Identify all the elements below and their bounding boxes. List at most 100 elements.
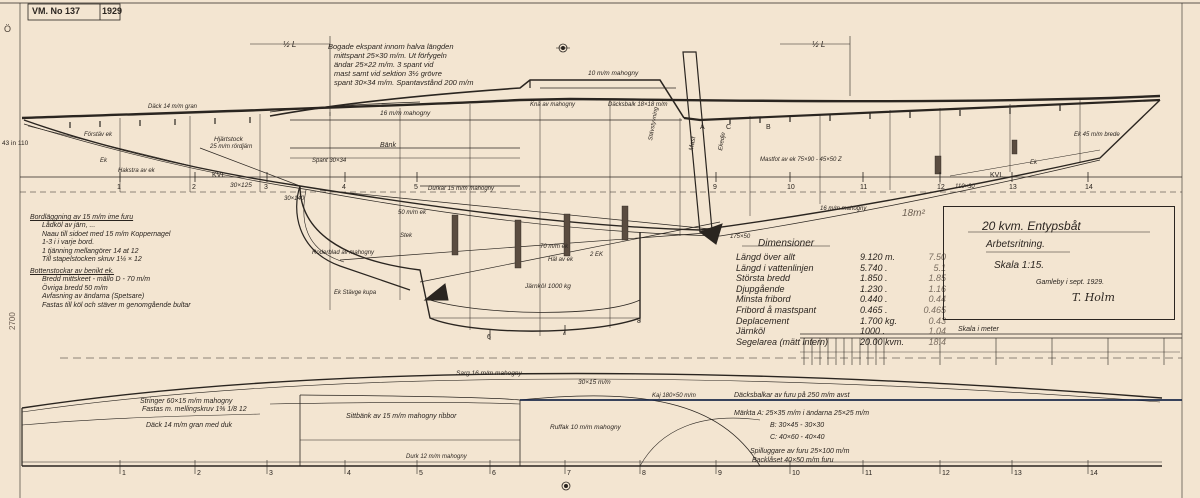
label-section-a: A bbox=[700, 124, 705, 131]
dimension-label: Längd över allt bbox=[736, 252, 796, 262]
dimension-label: Fribord å mastspant bbox=[736, 304, 817, 315]
dimension-label: Längd i vattenlinjen bbox=[736, 262, 814, 273]
scale-bar-label: Skala i meter bbox=[958, 326, 999, 333]
dimension-note: 7.50 bbox=[928, 252, 946, 262]
bottenstockar-note-line: Övriga bredd 50 m/m bbox=[42, 284, 108, 292]
deck-note-line: mittspant 25×30 m/m. Ut förfygeln bbox=[334, 51, 447, 60]
label-oak-right: Ek 45 m/m brede bbox=[1074, 132, 1120, 138]
dimension-note: 18.4 bbox=[928, 336, 946, 347]
drawing-title: 20 kvm. Entypsbåt bbox=[982, 219, 1081, 233]
label-stek: Stek bbox=[400, 233, 413, 239]
dimension-note: 0.44 bbox=[928, 294, 946, 305]
label-coaming: Kaj 180×50 m/m bbox=[652, 393, 696, 399]
label-stem-ek: Ek bbox=[100, 158, 108, 164]
station-number: 7 bbox=[567, 470, 571, 477]
station-number: 12 bbox=[942, 470, 950, 477]
station-number: 5 bbox=[419, 470, 423, 477]
label-section-mid: 175×50 bbox=[730, 234, 751, 240]
label-bolt-2: 30×140 bbox=[284, 196, 305, 202]
dimension-row: Segelarea (mätt intern)20.00 kvm.18.4 bbox=[736, 337, 946, 348]
dimension-note: 0.43 bbox=[928, 315, 946, 326]
station-number: 4 bbox=[347, 470, 351, 477]
label-mahogany-top: 10 m/m mahogny bbox=[588, 70, 639, 77]
drawing-scale: Skala 1:15. bbox=[994, 260, 1045, 271]
label-section-c: C bbox=[726, 124, 732, 131]
station-number: 9 bbox=[713, 184, 717, 191]
station-number: 8 bbox=[637, 318, 641, 325]
label-stringer: Stringer 60×15 m/m mahogny bbox=[140, 398, 233, 405]
label-carlins: Spilluggare av furu 25×100 m/m bbox=[750, 448, 850, 455]
bordlaggning-note-line: 1-3 i i varje bord. bbox=[42, 239, 95, 247]
station-number: 10 bbox=[787, 184, 795, 191]
dimension-value: 0.440 . bbox=[860, 294, 888, 305]
label-sternpost: Ek Stävge kupa bbox=[334, 290, 377, 296]
label-side-mahogany: 16 m/m mahogny bbox=[820, 206, 867, 212]
label-oak-50: 50 m/m ek bbox=[398, 210, 427, 216]
bottenstockar-note-line: Fastas till köl och stäver m genomgående… bbox=[42, 301, 191, 309]
label-stringer-fix: Fastas m. mellingskruv 1⅜ 1/8 12 bbox=[142, 406, 247, 413]
bordlaggning-note-line: Naau till sidoet med 15 m/m Koppernagel bbox=[42, 230, 171, 238]
station-number: 9 bbox=[718, 470, 722, 477]
dimension-row: Minsta fribord 0.440 . 0.44 bbox=[736, 294, 946, 305]
station-number: 12 bbox=[937, 184, 945, 191]
station-number: 4 bbox=[342, 184, 346, 191]
half-length-left: ½ L bbox=[283, 40, 297, 49]
station-number: 1 bbox=[122, 470, 126, 477]
label-floor-plan: Durk 12 m/m mahogny bbox=[406, 454, 467, 460]
station-number: 8 bbox=[642, 470, 646, 477]
bordlaggning-note-line: Bordläggning av 15 m/m ime furu bbox=[30, 214, 134, 221]
dimension-label: Största bredd bbox=[736, 273, 791, 284]
dimension-row: Deplacement 1.700 kg. 0.43 bbox=[736, 316, 946, 327]
label-deck-canvas: Däck 14 m/m gran med duk bbox=[146, 422, 232, 429]
bordlaggning-note-line: Lådköl av järn, ... bbox=[42, 222, 96, 230]
dimensions-title: Dimensioner bbox=[758, 238, 815, 249]
station-number: 3 bbox=[269, 470, 273, 477]
station-number: 6 bbox=[492, 470, 496, 477]
label-marked-b: B: 30×45 - 30×30 bbox=[770, 422, 825, 429]
signature: T. Holm bbox=[1072, 291, 1115, 304]
station-number: 10 bbox=[792, 470, 800, 477]
dimension-value: 1.700 kg. bbox=[860, 315, 898, 326]
station-number: 14 bbox=[1090, 470, 1098, 477]
deck-note-line: spant 30×34 m/m. Spantavstånd 200 m/m bbox=[334, 78, 474, 87]
bottenstockar-note-line: Avfasning av ändarna (Spetsare) bbox=[42, 293, 145, 301]
label-cabin-roof: Ruffak 10 m/m mahogny bbox=[550, 424, 621, 431]
label-length-left: 43 in 110 bbox=[2, 140, 29, 147]
station-number: 1 bbox=[117, 184, 121, 191]
label-deck-planks: 16 m/m mahogny bbox=[380, 110, 431, 117]
bottenstockar-note-line: Bottenstockar av benikt ek. bbox=[30, 268, 115, 275]
label-deck-beams-plan: Däcksbalkar av furu på 250 m/m avst bbox=[734, 392, 850, 399]
place-date: Gamleby i sept. 1929. bbox=[1036, 279, 1105, 286]
station-number: 11 bbox=[865, 470, 873, 477]
dimension-label: Minsta fribord bbox=[736, 294, 791, 305]
label-section-b: B bbox=[766, 124, 771, 131]
bordlaggning-note-line: Till stapelstocken skruv 1¼ × 12 bbox=[42, 256, 142, 264]
drawing-subtitle: Arbetsritning. bbox=[986, 239, 1045, 250]
label-rudder-stock-dim: 25 m/m rördjärn bbox=[210, 144, 253, 150]
label-kvl-left: KVL bbox=[212, 172, 226, 179]
dimension-label: Järnköl bbox=[736, 326, 766, 337]
station-number: 2 bbox=[192, 184, 196, 191]
station-number: 14 bbox=[1085, 184, 1093, 191]
label-seat-bench: Sittbänk av 15 m/m mahogny ribbor bbox=[346, 413, 457, 420]
label-marked-c: C: 40×60 - 40×40 bbox=[770, 434, 825, 441]
label-bolt: 30×125 bbox=[230, 182, 252, 189]
label-iron-keel: Järnköl 1000 kg bbox=[525, 283, 571, 290]
label-deck-beam: Däcksbalk 18×18 m/m bbox=[608, 102, 668, 108]
dimension-value: 20.00 kvm. bbox=[860, 336, 905, 347]
dimension-label: Deplacement bbox=[736, 315, 790, 326]
label-section-right: 110×30 bbox=[955, 184, 975, 190]
label-oak-2: Ek bbox=[1030, 160, 1038, 166]
label-kvl-right: KVL bbox=[990, 172, 1004, 179]
label-oak-70: 70 m/m ek bbox=[540, 244, 569, 250]
label-bench: Bänk bbox=[380, 142, 396, 149]
label-rudder-stock: Hjärtstock bbox=[214, 136, 243, 143]
